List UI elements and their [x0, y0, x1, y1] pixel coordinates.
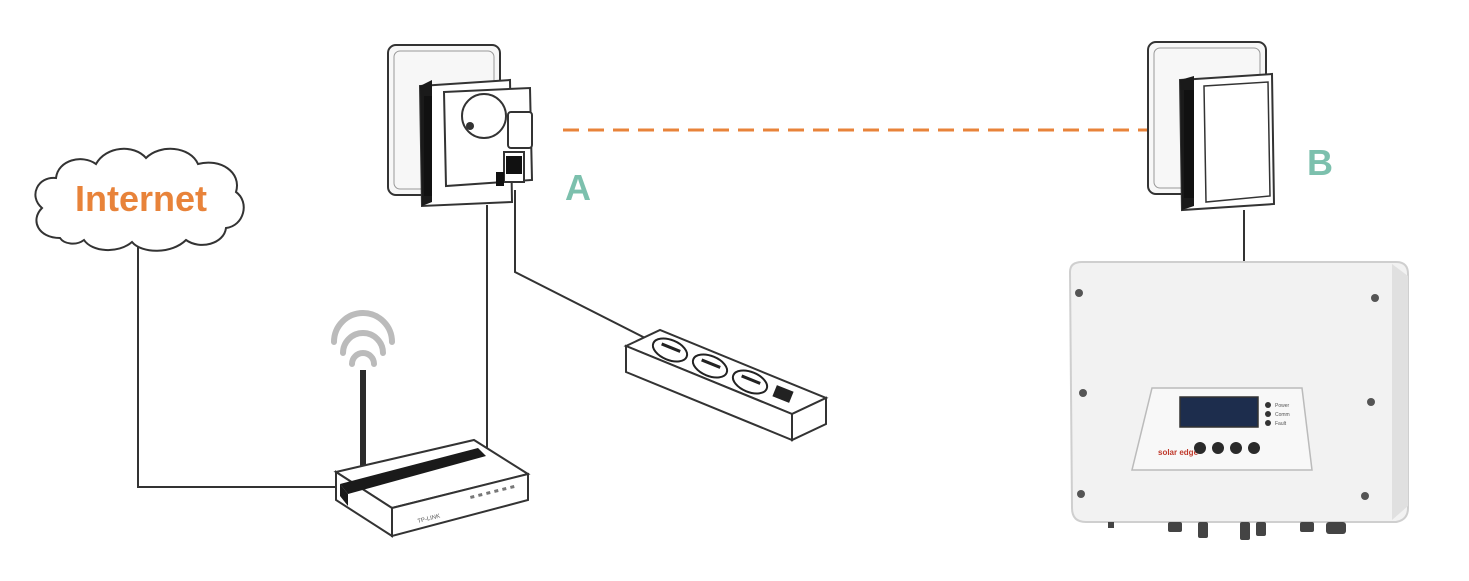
cable-internet-router [137, 246, 338, 488]
cloud-label: Internet [75, 178, 207, 219]
inverter-screws [1075, 289, 1379, 500]
inverter-button-2 [1212, 442, 1224, 454]
inverter-button-1 [1194, 442, 1206, 454]
cable-adapter-strip [514, 190, 656, 344]
inverter-button-3 [1230, 442, 1242, 454]
led-label-fault: Fault [1275, 421, 1287, 427]
router-antenna [360, 370, 366, 470]
adapter-b-label: B [1307, 142, 1333, 183]
powerline-adapter-icon [1147, 41, 1276, 212]
router-icon: TP-LINK [331, 310, 531, 538]
led-label-comm: Comm [1275, 412, 1290, 418]
router-leds [470, 485, 515, 499]
powerline-adapter-icon [387, 44, 534, 208]
wifi-signal-icon [331, 310, 395, 367]
router-brand: TP-LINK [417, 514, 441, 525]
led-label-power: Power [1275, 403, 1290, 409]
inverter-leds: Power Comm Fault [1265, 402, 1290, 427]
inverter-icon: Power Comm Fault solar edge [1068, 261, 1409, 540]
power-strip-icon [623, 328, 829, 442]
inverter-brand: solar edge [1158, 448, 1199, 457]
inverter-connectors [1108, 522, 1346, 540]
adapter-a-label: A [565, 167, 591, 208]
power-strip-outlets [651, 337, 769, 395]
inverter-display [1179, 396, 1259, 428]
cloud-icon: Internet [34, 147, 245, 252]
inverter-button-4 [1248, 442, 1260, 454]
power-strip-switch [772, 385, 794, 403]
inverter-buttons [1194, 442, 1260, 454]
cables [137, 190, 1245, 488]
